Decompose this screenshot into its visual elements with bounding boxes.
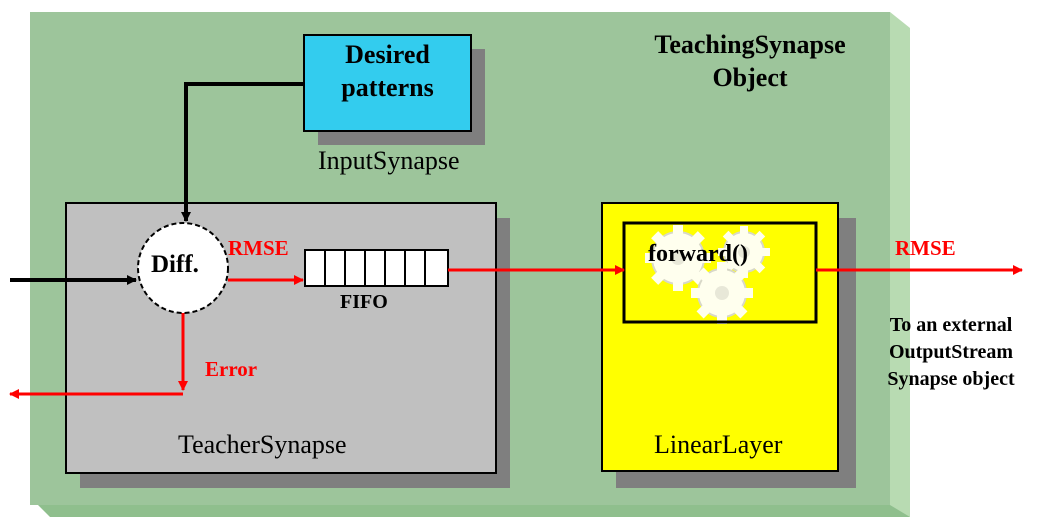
fifo-cell [304,249,326,287]
desired-to-diff-arrow [181,82,304,222]
input-box-label: Desired patterns [304,38,471,104]
fifo-cell [404,249,426,287]
input-box-label-line1: Desired [345,40,430,69]
external-output-note-line2: OutputStream [888,341,1014,363]
diff-circle [137,222,229,314]
fifo-queue [304,249,449,287]
panel-side [890,12,910,517]
panel-title: TeachingSynapse Object [600,28,900,94]
linear-layer-caption: LinearLayer [654,430,783,459]
error-label: Error [205,357,258,381]
forward-method-label: forward() [648,241,748,267]
fifo-cell [384,249,406,287]
fifo-cell [324,249,346,287]
panel-title-line2: Object [712,63,788,92]
fifo-label: FIFO [340,291,388,313]
fifo-cell [344,249,366,287]
teacher-synapse-caption: TeacherSynapse [178,430,347,459]
diff-label: Diff. [151,251,199,278]
external-output-note-line3: Synapse object [887,368,1015,390]
panel-title-line1: TeachingSynapse [654,30,846,59]
linear-box-face [601,202,839,472]
external-output-note-line1: To an external [889,314,1013,336]
panel-shadow-bottom [38,505,910,517]
gear-icon-3 [691,262,753,324]
input-box-label-line2: patterns [341,73,434,102]
input-synapse-caption: InputSynapse [318,146,460,175]
fifo-cell [424,249,449,287]
rmse-output-label: RMSE [895,236,956,260]
fifo-cell [364,249,386,287]
teacher-box-face [65,202,497,474]
external-output-note: To an external OutputStream Synapse obje… [855,312,1047,393]
rmse-internal-label: RMSE [228,236,289,260]
